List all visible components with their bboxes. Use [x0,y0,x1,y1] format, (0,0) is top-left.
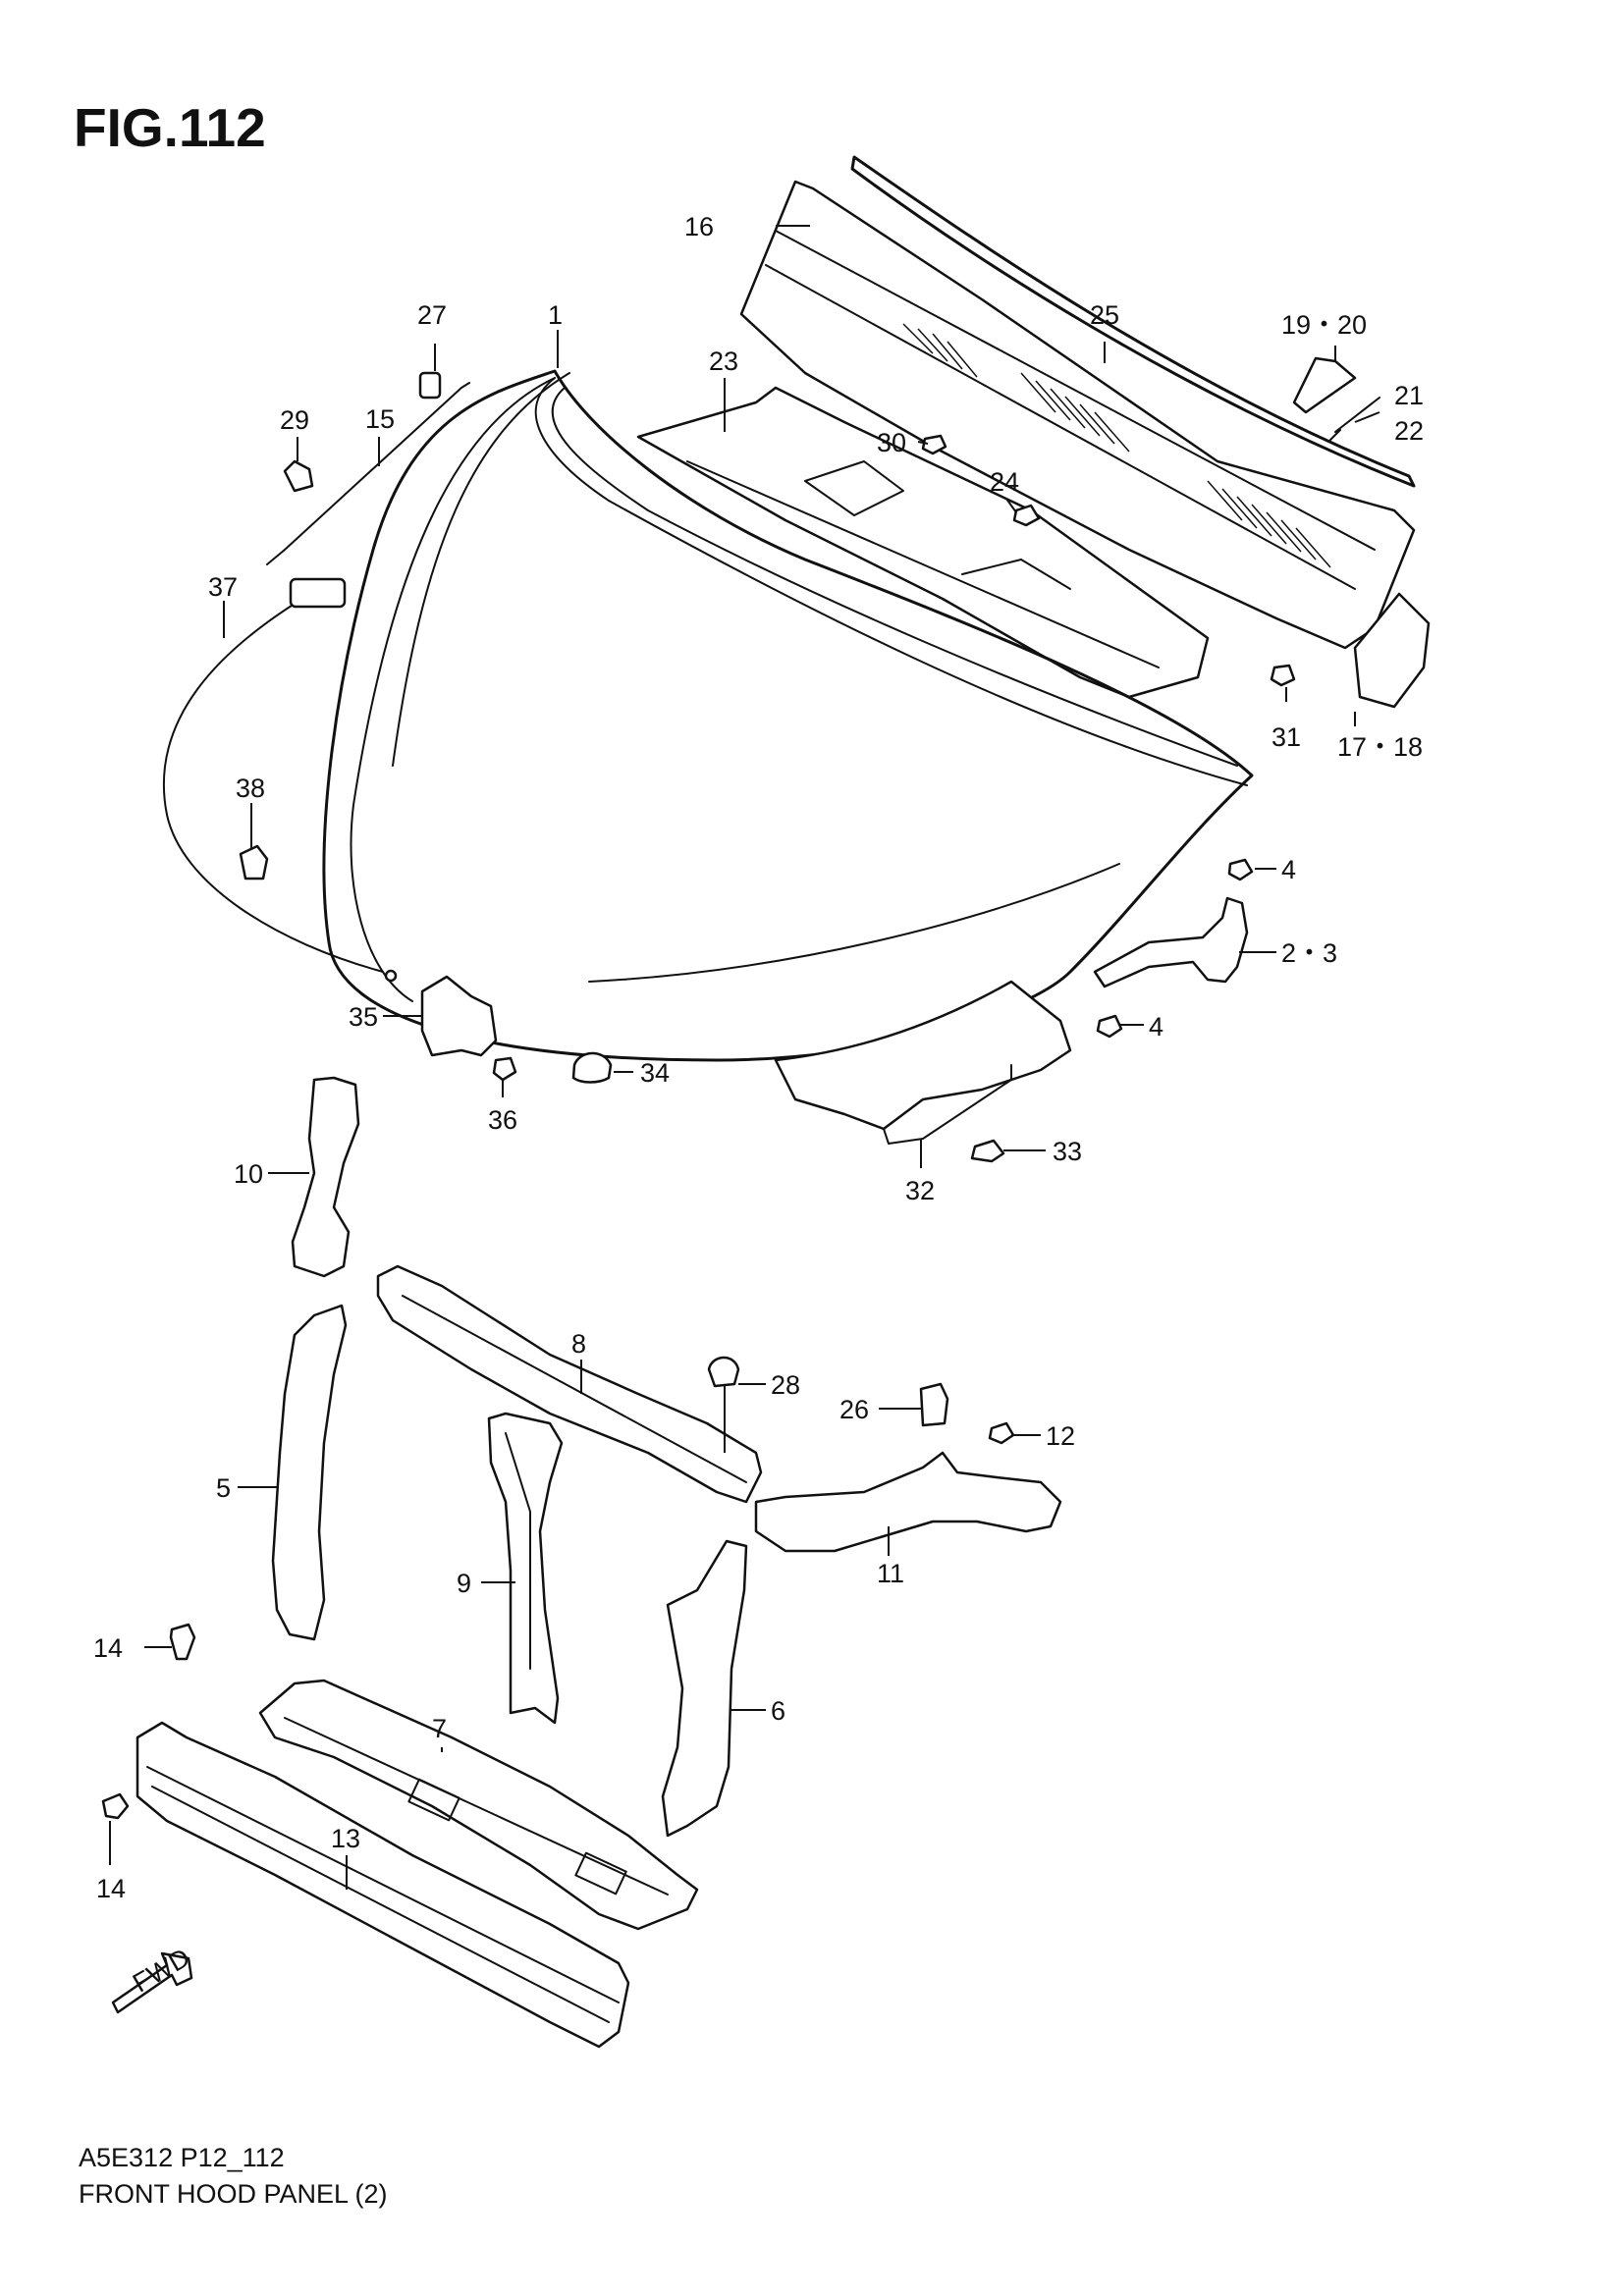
callout-21: 21 [1394,381,1424,410]
part-release-handle [289,577,347,609]
callout-33: 33 [1053,1137,1082,1166]
callout-28: 28 [771,1370,800,1400]
part-hood-lower-support [774,980,1072,1131]
callout-15: 15 [365,404,395,434]
part-5-left-side-support [271,1304,348,1641]
callout-14-lower: 14 [96,1874,126,1903]
part-27-clip [418,371,442,400]
callout-10: 10 [234,1159,263,1189]
callout-8: 8 [571,1329,586,1359]
part-21-22-clip [1329,397,1380,441]
part-8-upper-support [376,1264,763,1504]
callout-32: 32 [905,1176,935,1205]
part-26-stopper [919,1382,949,1427]
part-hood-hinge [1093,896,1249,988]
callout-1: 1 [548,300,563,330]
part-4-hinge-bolt-lower [1096,1014,1123,1039]
callout-7: 7 [432,1714,447,1743]
part-cowl-garnish [739,180,1416,650]
callout-25: 25 [1090,300,1119,330]
part-11-lock-bracket [754,1451,1062,1553]
callout-24: 24 [990,467,1019,497]
callout-17-18: 17・18 [1337,732,1423,762]
part-release-cable [162,603,384,973]
callout-16: 16 [684,212,714,241]
callout-13: 13 [331,1824,360,1853]
callout-11: 11 [877,1559,904,1588]
figure-title: FIG.112 [74,97,266,158]
callout-6: 6 [771,1696,785,1726]
part-34-hood-bumper [571,1051,613,1084]
part-6-right-side-support [661,1539,748,1838]
part-38-clip [239,844,269,881]
fwd-label: FWD [128,1943,194,1999]
part-10-bracket [291,1076,360,1278]
part-29-grommet [283,459,314,493]
part-windshield-molding [850,155,1416,488]
callout-29: 29 [280,405,309,435]
callout-30: 30 [877,428,906,457]
part-cowl-side-seal [1353,592,1431,709]
figure-description: FRONT HOOD PANEL (2) [79,2179,388,2209]
part-4-hinge-bolt-upper [1227,858,1254,881]
callout-35: 35 [349,1002,378,1032]
fwd-direction-arrow: FWD [111,1943,194,2014]
callout-27: 27 [417,300,447,330]
part-33-clip [970,1139,1005,1163]
callout-4-lower: 4 [1149,1012,1163,1041]
part-28-clip [707,1356,740,1388]
part-14-bolt-lower [101,1792,130,1820]
part-cowl-inner-panel [636,386,1210,699]
part-7-lower-member [258,1679,699,1931]
part-hood-lock [420,975,498,1057]
figure-code: A5E312 P12_112 [79,2143,285,2172]
callout-4-upper: 4 [1281,855,1296,884]
leader-lines [109,225,1380,1890]
callout-14-upper: 14 [93,1633,123,1663]
callout-37: 37 [208,572,238,602]
callout-2-3: 2・3 [1281,938,1337,968]
callout-23: 23 [709,347,738,376]
callout-31: 31 [1271,722,1301,752]
part-9-center-stay [487,1412,564,1725]
callout-19-20: 19・20 [1281,310,1367,340]
callout-22: 22 [1394,416,1424,446]
callout-38: 38 [236,774,265,803]
part-cable-end [384,969,398,983]
part-24-nut [1012,504,1041,527]
part-19-20-seal [1292,356,1357,414]
callout-34: 34 [640,1058,670,1088]
part-30-clip [921,434,947,455]
cowl-vent-hatch [902,323,1331,568]
part-31-clip [1270,664,1296,687]
part-14-bolt-upper [169,1623,196,1661]
callout-36: 36 [488,1105,517,1135]
part-hood-stay-rod [266,382,470,565]
part-36-bolt [492,1056,517,1082]
callout-26: 26 [839,1395,869,1424]
callout-12: 12 [1046,1421,1075,1451]
callout-5: 5 [216,1473,231,1503]
callout-labels: 1 2・3 4 4 5 6 7 8 9 10 11 12 13 14 14 15… [93,212,1424,1903]
callout-9: 9 [457,1569,471,1598]
part-12-bolt [988,1421,1015,1445]
